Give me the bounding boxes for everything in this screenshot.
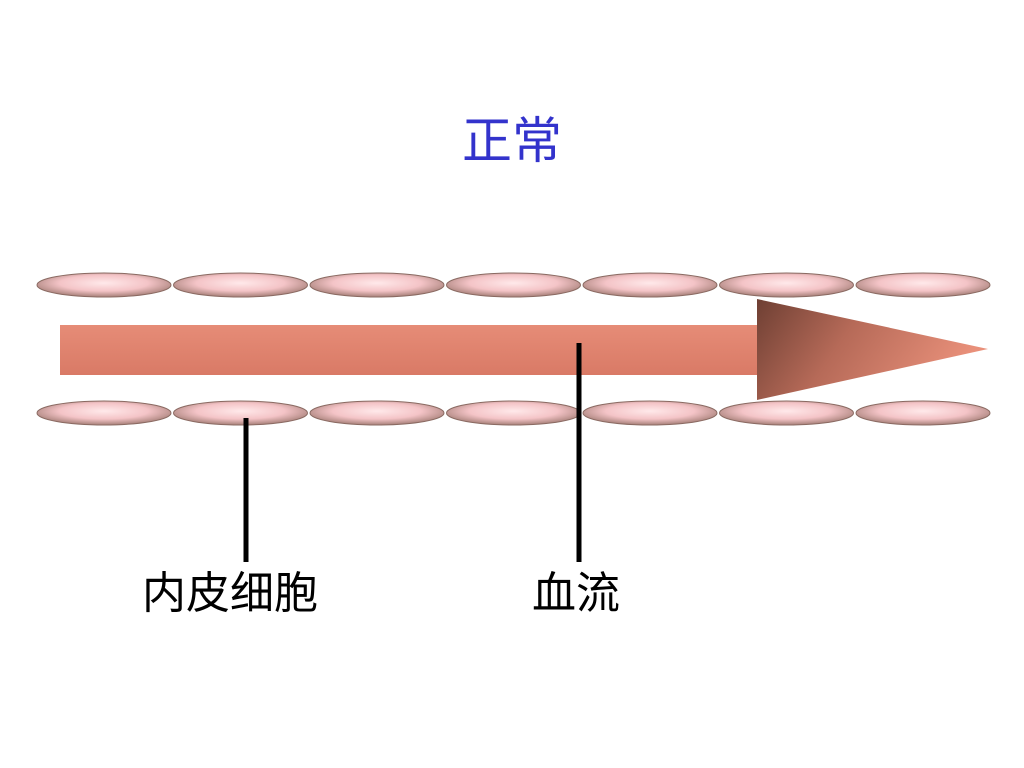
endothelial-cell xyxy=(719,272,854,298)
label-blood-flow: 血流 xyxy=(532,568,620,619)
endothelial-cell xyxy=(446,400,581,426)
endothelial-cell xyxy=(719,400,854,426)
endothelial-cell xyxy=(855,400,991,426)
endothelial-cell xyxy=(36,400,172,426)
endothelial-cell xyxy=(582,272,718,298)
blood-flow-arrow xyxy=(60,299,988,400)
endothelial-cell xyxy=(446,272,581,298)
endothelial-cell xyxy=(855,272,991,298)
label-endothelial-cell: 内皮细胞 xyxy=(142,568,318,619)
endothelial-cell-row-bottom xyxy=(36,400,991,426)
endothelial-cell xyxy=(36,272,172,298)
arrow-shaft xyxy=(60,325,760,375)
endothelial-cell-row-top xyxy=(36,272,991,298)
arrow-head xyxy=(757,299,988,400)
slide-title: 正常 xyxy=(462,112,562,170)
endothelial-cell xyxy=(309,400,445,426)
endothelial-cell xyxy=(173,400,308,426)
endothelial-cell xyxy=(173,272,308,298)
endothelial-cell xyxy=(309,272,445,298)
endothelial-cell xyxy=(582,400,718,426)
